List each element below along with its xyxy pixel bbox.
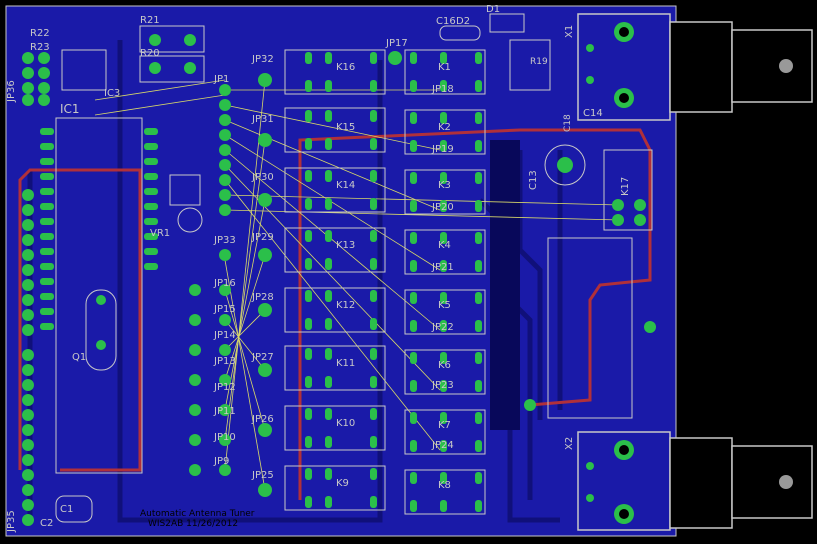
board-title-line2: WIS2AB 11/26/2012 [148,519,238,529]
label-k13: K13 [336,240,355,251]
label-ic3: IC3 [104,88,120,99]
label-c13: C13 [528,170,539,190]
label-k11: K11 [336,358,355,369]
label-jp21: JP21 [431,262,454,273]
label-jp25: JP25 [251,470,274,481]
label-r23: R23 [30,42,50,53]
label-q1: Q1 [72,352,86,363]
label-k16: K16 [336,62,355,73]
label-k12: K12 [336,300,355,311]
label-k17: K17 [620,177,631,196]
label-k1: K1 [438,62,451,73]
label-x2: X2 [564,437,575,450]
label-jp28: JP28 [251,292,274,303]
label-jp12: JP12 [213,382,236,393]
label-jp29: JP29 [251,232,274,243]
label-r19: R19 [530,57,548,67]
label-c18: C18 [563,114,573,132]
label-jp30: JP30 [251,172,274,183]
bnc-connector-top [577,13,813,121]
label-jp19: JP19 [431,144,454,155]
label-jp13: JP13 [213,356,236,367]
label-k7: K7 [438,420,451,431]
silkscreen-labels: R22 R23 JP36 IC3 R21 R20 IC1 VR1 Q1 JP35… [6,4,631,533]
label-r22: R22 [30,28,50,39]
label-jp10: JP10 [213,432,236,443]
label-c14: C14 [583,108,603,119]
label-jp36: JP36 [6,80,17,103]
route-red [18,128,652,500]
label-jp33: JP33 [213,235,236,246]
label-k9: K9 [336,478,349,489]
label-x1: X1 [564,25,575,38]
label-jp11: JP11 [213,406,236,417]
left-header-pads [22,52,50,526]
label-k3: K3 [438,180,451,191]
ic1-footprint [40,117,158,474]
label-jp18: JP18 [431,84,454,95]
label-jp15: JP15 [213,304,236,315]
label-jp23: JP23 [431,380,454,391]
label-r20: R20 [140,48,160,59]
label-jp1: JP1 [213,74,229,85]
label-d2: D2 [456,16,470,27]
ground-fill [490,140,520,430]
label-c2: C2 [40,518,53,529]
board-title-line1: Automatic Antenna Tuner [140,509,255,519]
label-k6: K6 [438,360,451,371]
relay-column-left [284,49,386,511]
label-vr1: VR1 [150,228,170,239]
label-k15: K15 [336,122,355,133]
bnc-connector-bottom [577,431,813,531]
label-jp31: JP31 [251,114,274,125]
label-jp16: JP16 [213,278,236,289]
label-jp17: JP17 [385,38,408,49]
top-components [55,13,656,523]
label-jp20: JP20 [431,202,454,213]
label-k5: K5 [438,300,451,311]
jp-column-pads [189,51,402,497]
label-ic1: IC1 [60,102,80,116]
label-jp26: JP26 [251,414,274,425]
label-k2: K2 [438,122,451,133]
label-jp32: JP32 [251,54,274,65]
relay-column-right [404,49,486,515]
label-jp35: JP35 [6,510,17,533]
label-jp22: JP22 [431,322,454,333]
label-jp14: JP14 [213,330,236,341]
airwires [94,79,621,491]
label-c16: C16 [436,16,456,27]
label-c1: C1 [60,504,73,515]
label-jp9: JP9 [213,456,229,467]
relay-pads [305,52,482,512]
label-d1: D1 [486,4,500,15]
label-jp27: JP27 [251,352,274,363]
label-k8: K8 [438,480,451,491]
label-jp24: JP24 [431,440,454,451]
label-k4: K4 [438,240,451,251]
label-k10: K10 [336,418,355,429]
label-r21: R21 [140,15,160,26]
label-k14: K14 [336,180,355,191]
